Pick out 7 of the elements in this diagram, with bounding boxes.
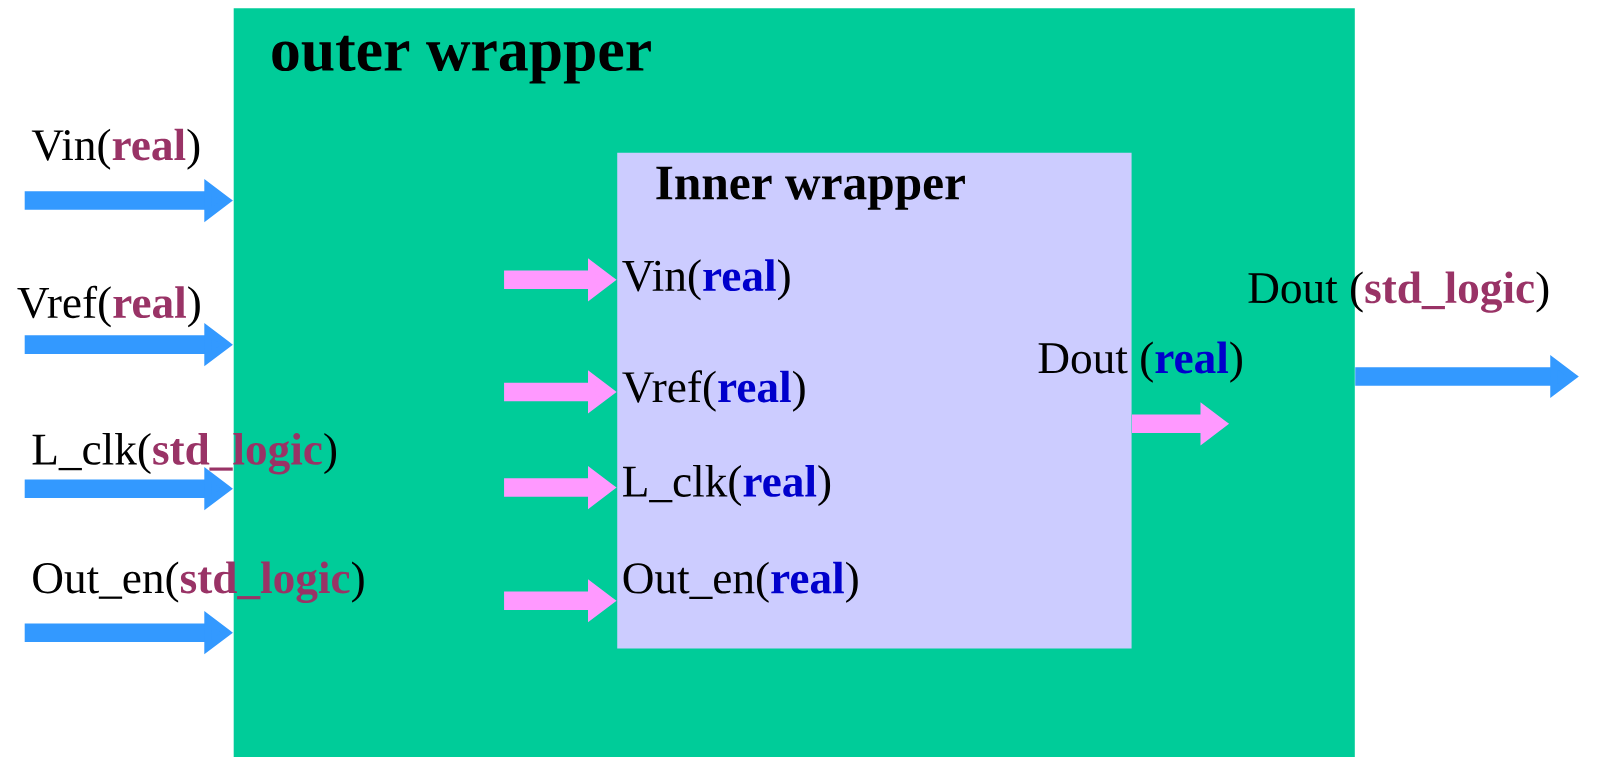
port-label: Out_en(real) [623,561,858,603]
port-label: Dout (real) [1038,341,1242,383]
port-label: Vin(real) [31,128,200,170]
port-label: L_clk(real) [623,465,831,507]
port-label: Vref(real) [17,285,200,328]
port-label: Vref(real) [622,370,805,412]
port-label: Vin(real) [622,259,790,301]
